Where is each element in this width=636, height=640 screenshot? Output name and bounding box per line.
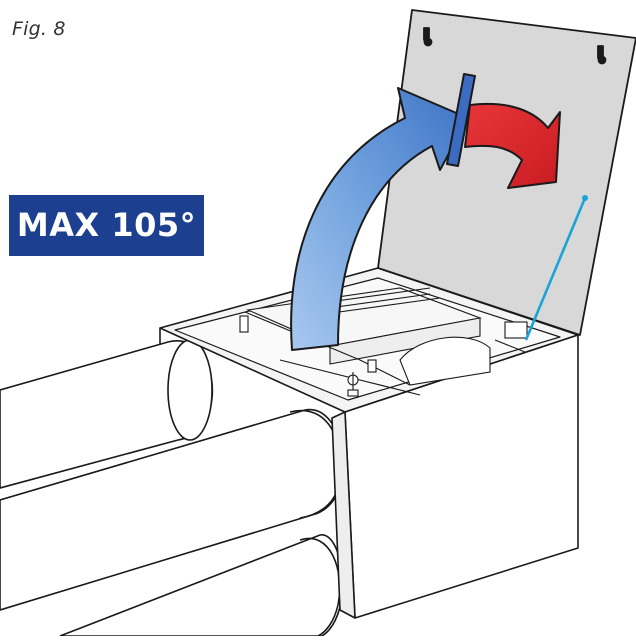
pointer-line xyxy=(524,195,588,341)
blue-open-arrow-icon xyxy=(290,87,469,351)
stop-bar-icon xyxy=(446,73,476,167)
max-angle-badge: MAX 105° xyxy=(9,195,204,256)
duct-pipes xyxy=(0,339,344,637)
red-limit-arrow-icon xyxy=(464,102,561,189)
lid-hook-icon xyxy=(423,27,607,65)
figure-label: Fig. 8 xyxy=(12,18,66,40)
